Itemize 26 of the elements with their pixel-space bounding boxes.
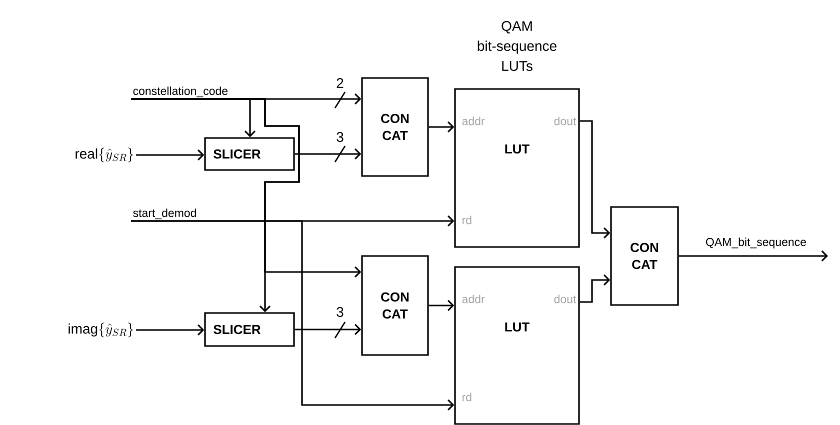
arrow (131, 98, 362, 278)
concat-box: CON CAT (361, 255, 429, 356)
input-formula: $\mathrm{real}\{\hat{y}_{SR}\}$ (76, 148, 134, 162)
arrow (136, 149, 204, 161)
arrow (294, 148, 362, 160)
arrow (136, 324, 204, 336)
arrow (678, 250, 828, 262)
input-formula: $\mathrm{imag}\{\hat{y}_{SR}\}$ (68, 322, 134, 338)
edge-label: QAM_bit_sequence (706, 238, 806, 248)
concat-box: CON CAT (361, 77, 429, 177)
edge-label: 2 (336, 78, 344, 88)
slicer-box: SLICER (204, 137, 295, 171)
edge-label: 3 (336, 307, 344, 317)
arrow (580, 120, 610, 239)
concat-box: CON CAT (610, 206, 679, 306)
arrow (428, 300, 454, 312)
arrow (428, 121, 454, 133)
block-heading: QAM bit-sequence LUTs (478, 21, 556, 71)
arrow (294, 324, 362, 336)
edge-label: 3 (336, 132, 344, 142)
signal-label: start_demod (133, 208, 196, 220)
signal-label: constellation_code (133, 86, 228, 98)
arrow (131, 220, 454, 411)
slicer-box: SLICER (204, 312, 295, 347)
lut-box: addr dout LUT rd (454, 266, 580, 425)
arrow (580, 274, 610, 303)
